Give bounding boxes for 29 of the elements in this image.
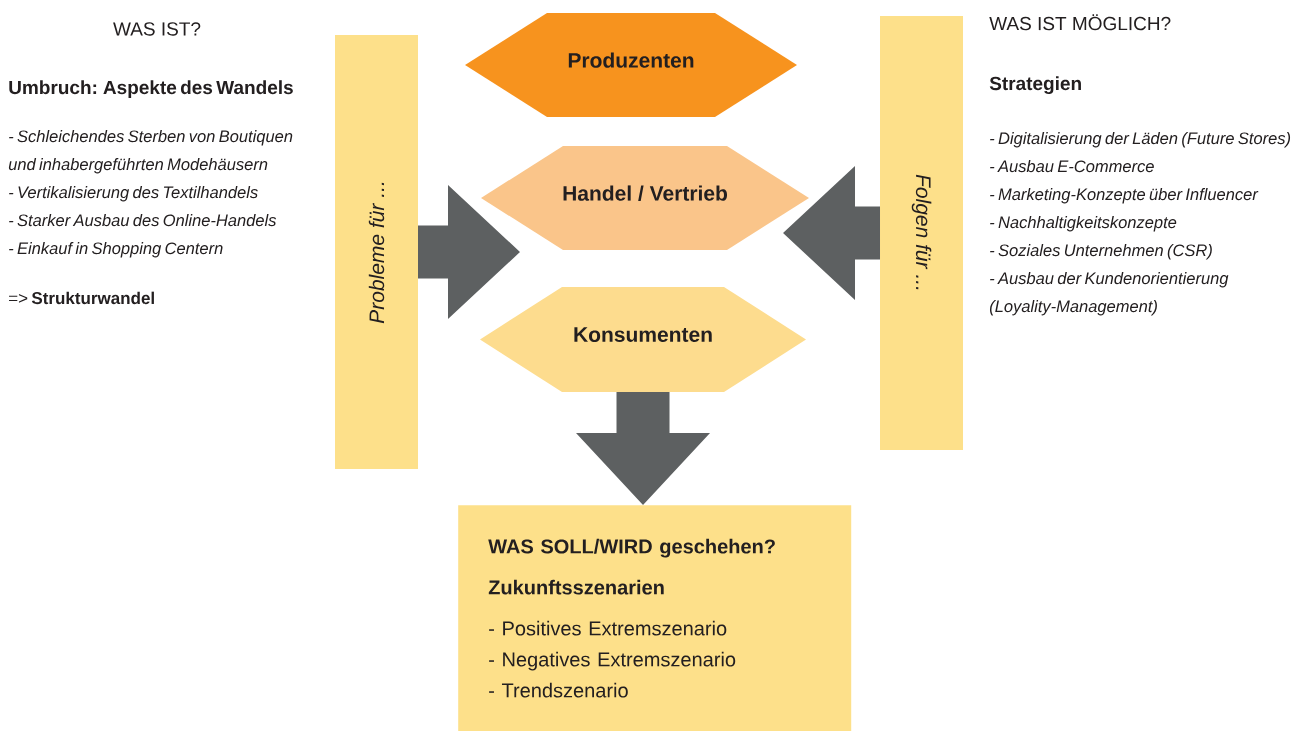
list-item: - Ausbau E-Commerce	[990, 160, 1154, 173]
list-item: - Negatives Extremszenario	[489, 651, 736, 671]
list-item: - Positives Extremszenario	[489, 620, 727, 636]
list-item: - Ausbau der Kundenorientierung (Loyality-Management)	[990, 272, 1229, 316]
block-arrow	[783, 166, 880, 300]
list-item: - Vertikalisierung des Textilhandels	[9, 186, 258, 202]
conclusion-text: => Strukturwandel	[9, 291, 154, 305]
scenario-box	[458, 505, 852, 731]
list-item: - Schleichendes Sterben von Boutiquen und inhabergeführten Modehäusern	[8, 130, 293, 174]
list-item: - Trendszenario	[489, 682, 628, 698]
column-heading: Umbruch: Aspekte des Wandels	[9, 80, 293, 98]
box-heading: WAS SOLL/WIRD geschehen?	[488, 538, 775, 558]
list-item: - Einkauf in Shopping Centern	[9, 242, 223, 258]
vertical-band: Folgen für ...	[880, 16, 963, 450]
list-item: - Nachhaltigkeitskonzepte	[990, 216, 1177, 232]
column-heading: Strategien	[989, 76, 1081, 94]
box-subheading: Zukunftsszenarien	[488, 579, 664, 595]
list-item: - Marketing-Konzepte über Influencer	[990, 188, 1259, 204]
hexagon: Konsumenten	[480, 287, 806, 392]
list-item: - Soziales Unternehmen (CSR)	[990, 244, 1212, 260]
section-heading: WAS IST MÖGLICH?	[989, 14, 1171, 31]
block-arrow	[418, 185, 520, 319]
hexagon: Handel / Vertrieb	[481, 146, 809, 250]
block-arrow	[576, 392, 710, 505]
hexagon: Produzenten	[465, 13, 797, 117]
list-item: - Digitalisierung der Läden (Future Stores)	[990, 132, 1291, 148]
list-item: - Starker Ausbau des Online-Handels	[9, 214, 277, 227]
section-heading: WAS IST?	[113, 22, 201, 36]
vertical-band: Probleme für ...	[335, 35, 418, 469]
